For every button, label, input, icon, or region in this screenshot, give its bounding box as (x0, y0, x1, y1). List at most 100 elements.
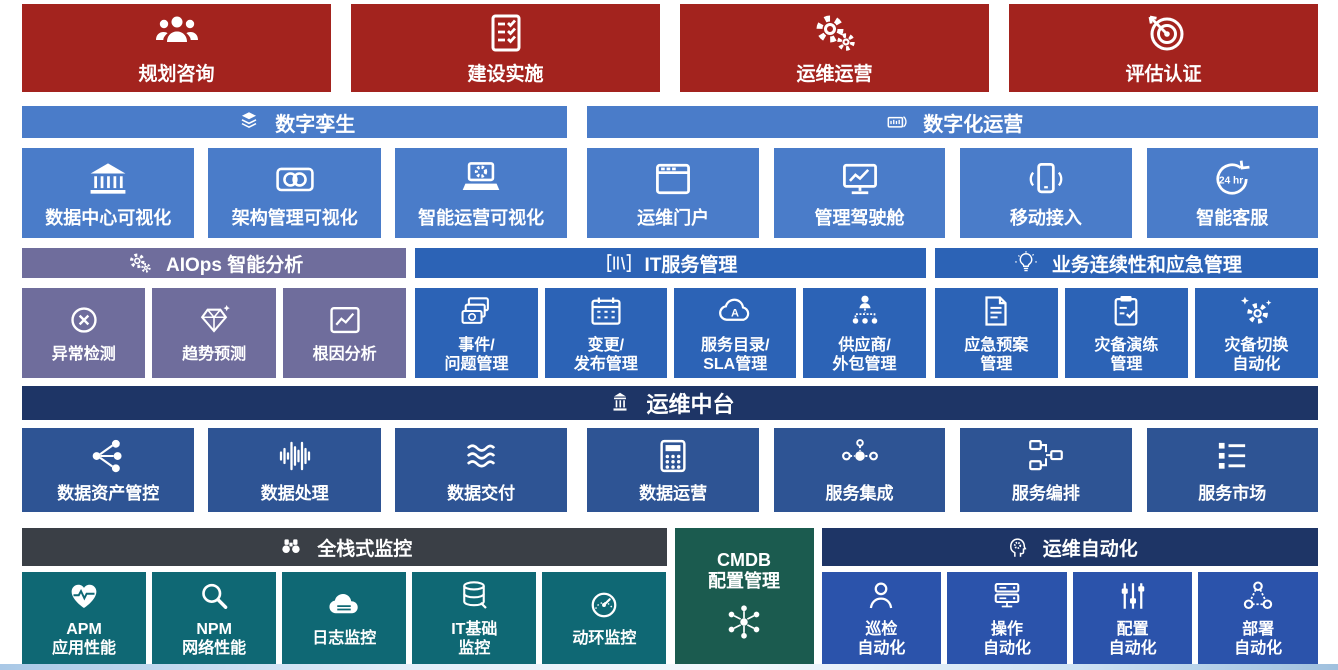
header-label: 数字化运营 (923, 113, 1024, 136)
monitoring-column: 全栈式监控 APM 应用性能 NPM 网络性能日志监控 IT基础 监控 动环监控 (22, 528, 667, 664)
automation-header-slot: 运维自动化 (821, 528, 1318, 566)
midplatform-header-slot: 运维中台 (22, 386, 1318, 420)
block-label: APM 应用性能 (52, 620, 117, 657)
block-label: IT基础 监控 (451, 620, 498, 657)
block-label: 智能客服 (1196, 207, 1269, 228)
laptop-icon (456, 157, 506, 201)
block-label: 运维运营 (796, 64, 873, 86)
block-service-orchestration: 服务编排 (960, 428, 1132, 512)
block-root-cause-analysis: 根因分析 (282, 288, 407, 378)
calculator-icon (649, 435, 697, 477)
sliders-icon (1113, 578, 1153, 614)
waveform-icon (271, 435, 319, 477)
block-label: 管理驾驶舱 (814, 207, 905, 228)
block-config-automation: 配置 自动化 (1072, 572, 1193, 664)
block-label: 趋势预测 (182, 346, 247, 364)
block-label: 灾备切换 自动化 (1224, 336, 1289, 373)
header-label: 全栈式监控 (317, 538, 413, 560)
cards-icon (455, 292, 497, 330)
bank-icon (83, 157, 133, 201)
header-label: 运维中台 (646, 392, 735, 417)
block-operation-automation: 操作 自动化 (947, 572, 1067, 664)
service-phase-row: 规划咨询建设实施运维运营评估认证 (22, 4, 1318, 92)
checklist-icon (478, 9, 534, 57)
header-label: AIOps 智能分析 (166, 254, 304, 276)
gears-icon (125, 250, 155, 276)
cloud-a-icon: A (714, 292, 756, 330)
svg-text:A: A (731, 307, 739, 319)
block-label: 评估认证 (1125, 64, 1202, 86)
block-ops-portal: 运维门户 (587, 148, 759, 238)
block-operations: 运维运营 (680, 4, 989, 92)
block-vendor-outsourcing: 供应商/ 外包管理 (803, 288, 926, 378)
block-label: 规划咨询 (138, 64, 215, 86)
gears-icon (807, 9, 863, 57)
block-inspection-automation: 巡检 自动化 (821, 572, 942, 664)
mobile-icon (1021, 157, 1071, 201)
block-dr-switch: 灾备切换 自动化 (1194, 288, 1318, 378)
target-icon (1136, 9, 1192, 57)
block-label: 移动接入 (1009, 207, 1082, 228)
block-cmdb-config: CMDB 配置管理 (674, 528, 814, 664)
header-ops-midplatform: 运维中台 (22, 386, 1318, 420)
block-label: 智能运营可视化 (418, 207, 545, 228)
heart-pulse-icon (64, 578, 104, 614)
block-label: 日志监控 (312, 630, 377, 648)
block-label: 数据交付 (447, 484, 516, 504)
block-data-delivery: 数据交付 (394, 428, 568, 512)
aiops-group: 异常检测趋势预测 根因分析 (22, 288, 407, 378)
block-label: 服务集成 (825, 484, 894, 504)
share-icon (84, 435, 132, 477)
data-services-group: 数据资产管控数据处理数据交付 (22, 428, 568, 512)
automation-group: 巡检 自动化操作 自动化配置 自动化 部署 自动化 (821, 572, 1318, 664)
network-star-icon (722, 602, 766, 642)
library-icon (604, 250, 634, 276)
deploy-icon (1238, 578, 1278, 614)
block-management-cockpit: 管理驾驶舱 (773, 148, 946, 238)
block-label: 服务编排 (1011, 484, 1080, 504)
cloud-server-icon (324, 587, 364, 623)
block-label: 配置 自动化 (1108, 620, 1157, 657)
block-intelligent-ops-visualization: 智能运营可视化 (394, 148, 568, 238)
calendar-icon (585, 292, 627, 330)
browser-icon (648, 157, 698, 201)
block-label: 动环监控 (572, 630, 637, 648)
block-env-monitoring: 动环监控 (542, 572, 667, 664)
flow-icon (1022, 435, 1070, 477)
block-data-operations: 数据运营 (587, 428, 759, 512)
block-label: 数据中心可视化 (45, 207, 172, 228)
header-label: 数字孪生 (275, 113, 356, 136)
header-ops-automation: 运维自动化 (821, 528, 1318, 566)
gear-sparkle-icon (1235, 292, 1277, 330)
header-label: 运维自动化 (1042, 538, 1138, 560)
database-icon (454, 578, 494, 614)
person-icon (861, 578, 901, 614)
pavilion-icon (605, 390, 635, 416)
waves-icon (457, 435, 505, 477)
header-business-continuity: 业务连续性和应急管理 (934, 248, 1318, 278)
block-label: 数据运营 (639, 484, 708, 504)
block-it-infra-monitoring: IT基础 监控 (412, 572, 537, 664)
monitor-icon (835, 157, 885, 201)
block-label: 部署 自动化 (1234, 620, 1283, 657)
header-full-stack-monitoring: 全栈式监控 (22, 528, 667, 566)
block-service-market: 服务市场 (1146, 428, 1318, 512)
block-label: 服务市场 (1198, 484, 1267, 504)
signal-device-icon (882, 109, 912, 135)
layers-icon (234, 109, 264, 135)
block-label: 数据处理 (260, 484, 329, 504)
block-incident-problem: 事件/ 问题管理 (415, 288, 538, 378)
block-label: 变更/ 发布管理 (573, 336, 638, 373)
block-anomaly-detection: 异常检测 (22, 288, 146, 378)
x-circle-icon (63, 301, 105, 339)
block-mobile-access: 移动接入 (960, 148, 1132, 238)
block-npm: NPM 网络性能 (152, 572, 277, 664)
gem-icon (193, 301, 235, 339)
block-log-monitoring: 日志监控 (282, 572, 407, 664)
